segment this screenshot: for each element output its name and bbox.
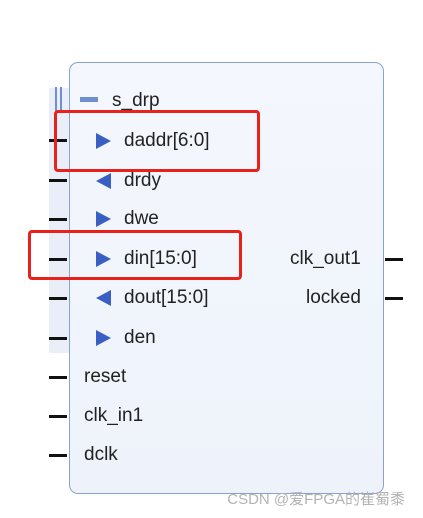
pin-daddr[interactable]	[49, 139, 67, 142]
pin-clk-in1[interactable]	[49, 415, 67, 418]
pin-clk-out1[interactable]	[385, 258, 403, 261]
bus-name-label: s_drp	[112, 90, 160, 111]
pin-den[interactable]	[49, 337, 67, 340]
port-drdy[interactable]: drdy	[124, 170, 161, 191]
highlight-box-daddr	[54, 110, 260, 172]
output-arrow-icon	[96, 173, 111, 189]
pin-din[interactable]	[49, 258, 67, 261]
pin-dclk[interactable]	[49, 454, 67, 457]
pin-dwe[interactable]	[49, 218, 67, 221]
pin-drdy[interactable]	[49, 179, 67, 182]
pin-dout[interactable]	[49, 297, 67, 300]
watermark: CSDN @爱FPGA的崔蜀黍	[227, 491, 405, 508]
output-arrow-icon	[96, 290, 111, 306]
port-locked[interactable]: locked	[306, 287, 361, 308]
bus-indicator-icon	[55, 87, 62, 111]
highlight-box-din	[28, 230, 242, 280]
port-dclk[interactable]: dclk	[84, 444, 118, 465]
port-clk-out1[interactable]: clk_out1	[290, 248, 361, 269]
pin-reset[interactable]	[49, 376, 67, 379]
input-arrow-icon	[96, 211, 111, 227]
port-clk-in1[interactable]: clk_in1	[84, 405, 144, 426]
port-dwe[interactable]: dwe	[124, 208, 159, 229]
port-daddr[interactable]: daddr[6:0]	[124, 130, 210, 151]
input-arrow-icon	[96, 133, 111, 149]
pin-locked[interactable]	[385, 297, 403, 300]
port-reset[interactable]: reset	[84, 366, 127, 387]
collapse-minus-icon[interactable]	[80, 97, 98, 102]
port-din[interactable]: din[15:0]	[124, 248, 197, 269]
port-dout[interactable]: dout[15:0]	[124, 287, 209, 308]
port-den[interactable]: den	[124, 327, 156, 348]
input-arrow-icon	[96, 251, 111, 267]
input-arrow-icon	[96, 330, 111, 346]
